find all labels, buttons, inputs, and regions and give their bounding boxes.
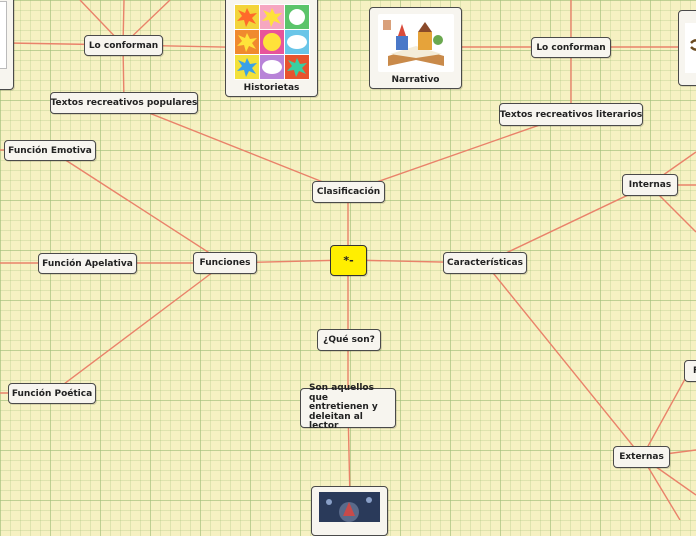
textos-literarios-node[interactable]: Textos recreativos literarios [499, 103, 643, 126]
edge-clasificacion-literarios [347, 113, 572, 193]
partial-image-node-left[interactable] [0, 0, 14, 90]
historietas-node[interactable]: Historietas [225, 0, 318, 97]
partial-image-thumb [0, 1, 7, 69]
narrativo-node[interactable]: Narrativo [369, 7, 462, 89]
edge-caracteristicas-internas [484, 184, 650, 264]
funcion-emotiva-node[interactable]: Función Emotiva [4, 140, 96, 161]
narrativo-label: Narrativo [391, 75, 440, 85]
funcion-poetica-node[interactable]: Función Poética [8, 383, 96, 404]
que-son-label: ¿Qué son? [323, 335, 375, 345]
partial-image-thumb-right [685, 23, 696, 73]
textos-populares-node[interactable]: Textos recreativos populares [50, 92, 198, 114]
clasificacion-label: Clasificación [316, 187, 381, 197]
partial-right-node[interactable]: F [684, 360, 696, 382]
textos-populares-label: Textos recreativos populares [50, 98, 198, 108]
partial-right-label: F [693, 366, 696, 376]
caracteristicas-node[interactable]: Características [443, 252, 527, 274]
bottom-image-thumb [319, 492, 380, 522]
bottom-image-node[interactable] [311, 486, 388, 536]
funciones-node[interactable]: Funciones [193, 252, 257, 274]
storybook-image [377, 14, 454, 72]
partial-image-node-right[interactable] [678, 10, 696, 86]
lo-conforman-left-label: Lo conforman [88, 40, 159, 51]
lo-conforman-right-label: Lo conforman [536, 42, 606, 53]
textos-literarios-label: Textos recreativos literarios [499, 109, 643, 120]
edge-caracteristicas-externas [484, 262, 643, 458]
edge-funciones-emotiva [49, 149, 226, 264]
lo-conforman-left[interactable]: Lo conforman [84, 35, 163, 56]
internas-node[interactable]: Internas [622, 174, 678, 196]
edge-funciones-poetica [51, 262, 226, 394]
funcion-poetica-label: Función Poética [11, 388, 93, 399]
definicion-node[interactable]: Son aquellos que entretienen y deleitan … [300, 384, 396, 431]
funciones-label: Funciones [199, 258, 251, 268]
externas-node[interactable]: Externas [613, 446, 670, 468]
edge-externas-out-a [641, 369, 691, 458]
central-topic-label: *- [343, 254, 354, 267]
historietas-label: Historietas [243, 83, 300, 93]
funcion-emotiva-label: Función Emotiva [8, 145, 92, 156]
clasificacion-node[interactable]: Clasificación [312, 181, 385, 203]
edge-clasificacion-populares [123, 102, 349, 193]
funcion-apelativa-label: Función Apelativa [42, 258, 133, 269]
caracteristicas-label: Características [447, 258, 523, 268]
comic-bursts-image [233, 4, 310, 80]
definicion-label: Son aquellos que entretienen y deleitan … [309, 383, 378, 432]
lo-conforman-right[interactable]: Lo conforman [531, 37, 611, 58]
que-son-node[interactable]: ¿Qué son? [317, 329, 381, 351]
externas-label: Externas [619, 452, 664, 462]
internas-label: Internas [628, 180, 672, 190]
central-topic-node[interactable]: *- [330, 245, 367, 276]
funcion-apelativa-node[interactable]: Función Apelativa [38, 253, 137, 274]
